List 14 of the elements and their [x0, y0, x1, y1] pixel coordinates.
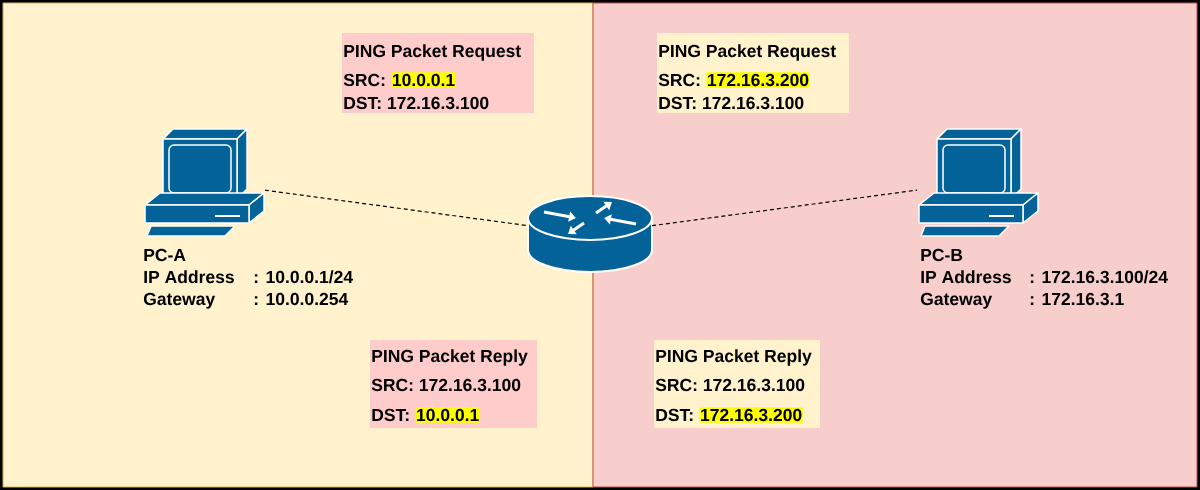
computer-drawing [144, 128, 265, 237]
device-label: Gateway : 172.16.3.1 [920, 292, 1124, 309]
device-label: IP Address : 10.0.0.1/24 [144, 270, 353, 284]
packet-box: PING Packet Request SRC: 172.16.3.200 DST: 172.16.3.100 [657, 33, 849, 113]
packet-box: PING Packet Request SRC: 10.0.0.1 DST: 172.16.3.100 [342, 33, 534, 113]
device-label: PC-B [921, 248, 963, 262]
packet-box: PING Packet Reply SRC: 172.16.3.100 DST: 10.0.0.1 [370, 340, 537, 428]
device-label: PC-A [144, 248, 186, 262]
network-link [651, 189, 918, 227]
device-label: IP Address : 172.16.3.100/24 [921, 270, 1168, 284]
packet-box: PING Packet Reply SRC: 172.16.3.100 DST: 172.16.3.200 [654, 340, 820, 428]
router-drawing [527, 195, 653, 273]
device-label: Gateway : 10.0.0.254 [143, 292, 349, 309]
computer-drawing [918, 128, 1039, 237]
